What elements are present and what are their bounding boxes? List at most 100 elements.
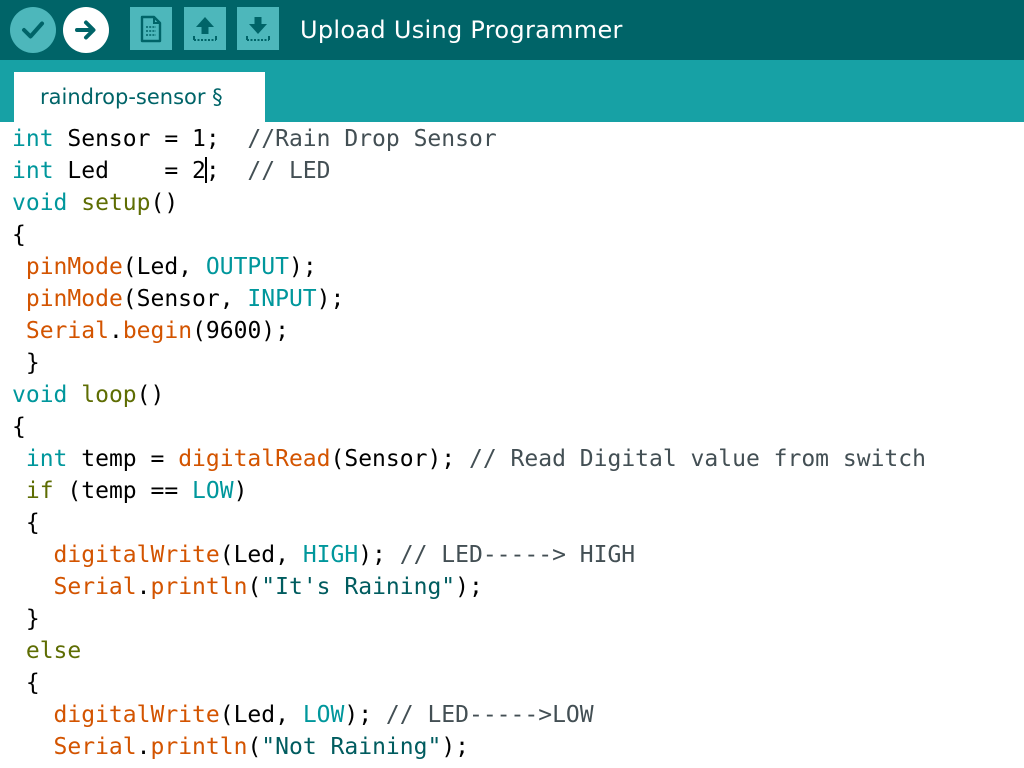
code-line[interactable]: else [12,635,81,667]
code-token-plain: ); [358,542,400,568]
code-token-comment: // LED [247,158,331,184]
code-token-plain: (temp == [53,478,193,504]
tab-raindrop-sensor[interactable]: raindrop-sensor § [14,72,265,122]
open-button[interactable] [184,7,226,50]
code-line[interactable]: pinMode(Sensor, INPUT); [12,283,345,315]
code-line[interactable]: { [12,507,40,539]
code-token-plain [12,702,54,728]
code-token-const: LOW [302,702,345,728]
code-token-string: "Not Raining" [261,734,442,760]
code-token-comment: //Rain Drop Sensor [247,126,497,152]
code-token-plain [12,638,26,664]
code-token-fn: begin [122,318,193,344]
code-line[interactable]: { [12,411,26,443]
code-token-const: HIGH [302,542,359,568]
code-line[interactable]: digitalWrite(Led, HIGH); // LED-----> HI… [12,539,636,571]
code-line[interactable]: int temp = digitalRead(Sensor); // Read … [12,443,926,475]
code-token-plain: ; [205,158,248,184]
arrow-up-icon [193,16,217,41]
code-line[interactable]: pinMode(Led, OUTPUT); [12,251,317,283]
code-token-type: int [25,446,68,472]
code-token-const: INPUT [247,286,317,312]
code-token-struct: if [25,478,54,504]
code-token-plain [12,318,26,344]
toolbar-status-label: Upload Using Programmer [300,16,623,44]
arrow-down-icon [246,16,270,41]
code-token-plain: (Sensor, [122,286,248,312]
upload-button[interactable] [63,7,109,53]
code-token-fn: digitalRead [178,446,331,472]
code-token-comment: // Read Digital value from switch [469,446,926,472]
code-token-plain [12,478,26,504]
code-token-fn: digitalWrite [53,702,220,728]
code-token-plain: (Led, [219,702,303,728]
code-token-plain: { [12,414,26,440]
code-token-struct: loop [81,382,137,408]
code-token-plain: ); [455,574,483,600]
code-line[interactable]: int Led = 2; // LED [12,155,331,187]
code-token-plain: . [136,734,151,760]
code-token-fn: Serial [25,318,109,344]
code-token-plain: () [150,190,179,216]
code-token-plain [12,734,54,760]
code-token-plain [12,446,26,472]
code-token-fn: Serial [53,734,137,760]
save-button[interactable] [237,7,279,50]
code-token-fn: digitalWrite [53,542,220,568]
code-token-comment: // LED-----> HIGH [399,542,636,568]
code-token-plain [12,286,26,312]
code-line[interactable]: void loop() [12,379,164,411]
code-token-plain: (9600); [192,318,289,344]
code-token-const: LOW [192,478,234,504]
code-line[interactable]: digitalWrite(Led, LOW); // LED----->LOW [12,699,594,731]
code-token-fn: pinMode [25,286,123,312]
code-token-plain: temp = [67,446,179,472]
code-token-struct: setup [81,190,151,216]
code-line[interactable]: void setup() [12,187,178,219]
code-line[interactable]: Serial.begin(9600); [12,315,289,347]
code-token-plain: ); [441,734,470,760]
code-line[interactable]: } [12,763,40,768]
code-token-plain: (Led, [122,254,206,280]
tab-strip: raindrop-sensor § [0,60,1024,122]
verify-button[interactable] [10,7,56,53]
new-button[interactable] [130,7,172,50]
code-token-plain: { [12,670,40,696]
code-line[interactable]: } [12,603,40,635]
code-token-plain: { [12,510,40,536]
code-line[interactable]: } [12,347,40,379]
code-token-plain: } [12,766,40,768]
code-token-comment: // LED----->LOW [385,702,594,728]
new-file-icon [140,15,162,42]
text-cursor [204,157,207,183]
code-token-plain: ); [316,286,345,312]
code-token-plain: () [136,382,165,408]
code-token-fn: println [150,734,248,760]
code-token-plain [12,254,26,280]
code-token-struct: else [25,638,82,664]
code-token-plain: } [12,350,40,376]
code-token-type: int [12,158,54,184]
code-line[interactable]: { [12,219,26,251]
code-token-plain: (Sensor); [330,446,469,472]
tab-label: raindrop-sensor § [40,85,223,109]
code-line[interactable]: int Sensor = 1; //Rain Drop Sensor [12,123,497,155]
code-token-plain [67,382,81,408]
code-token-plain: ); [288,254,317,280]
code-token-plain: { [12,222,26,248]
code-token-plain: . [108,318,123,344]
code-token-plain [12,574,54,600]
code-token-plain: . [136,574,151,600]
code-token-type: void [12,382,68,408]
code-line[interactable]: if (temp == LOW) [12,475,248,507]
code-line[interactable]: Serial.println("It's Raining"); [12,571,483,603]
code-token-plain: ( [247,734,262,760]
arrow-right-icon [75,20,96,40]
code-token-plain: ( [247,574,262,600]
code-line[interactable]: { [12,667,40,699]
code-token-plain: ); [344,702,386,728]
code-token-string: "It's Raining" [261,574,456,600]
code-line[interactable]: Serial.println("Not Raining"); [12,731,469,763]
code-token-plain [12,542,54,568]
